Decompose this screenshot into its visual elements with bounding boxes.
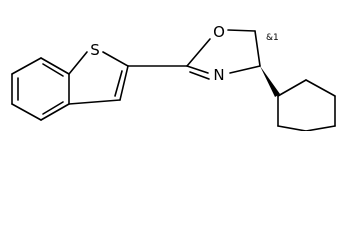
cyclohexane-ring <box>277 79 336 131</box>
bond <box>40 57 70 75</box>
bond <box>40 103 70 121</box>
wedge-bond <box>260 66 280 97</box>
nitrogen-atom-label: N <box>213 66 224 84</box>
double-bond-inner <box>42 101 64 115</box>
bond <box>11 57 42 75</box>
sulfur-atom-label: S <box>90 41 100 59</box>
double-bond-c-n <box>189 71 210 80</box>
bond <box>277 79 307 97</box>
bond <box>254 30 261 67</box>
stereo-annotation: &1 <box>266 33 279 43</box>
oxygen-atom-label: O <box>213 23 225 41</box>
chemical-structure: S O N &1 <box>11 23 336 131</box>
bond <box>119 65 129 101</box>
bond <box>11 103 42 121</box>
bond-o-c <box>227 29 256 32</box>
bond-c-o <box>186 38 211 67</box>
double-bond-inner <box>42 63 64 77</box>
oxazoline-ring <box>186 29 261 80</box>
bond <box>68 99 121 105</box>
double-bond-inner <box>114 70 123 97</box>
bond-s-c <box>102 51 129 67</box>
bond <box>305 79 336 97</box>
bond-n-c <box>186 65 209 74</box>
bond <box>277 125 307 131</box>
benzo-ring <box>11 57 70 121</box>
bond-c-s <box>68 51 88 75</box>
thiophene-ring <box>68 51 129 105</box>
bond-c-n <box>229 65 261 74</box>
bond <box>305 125 336 131</box>
